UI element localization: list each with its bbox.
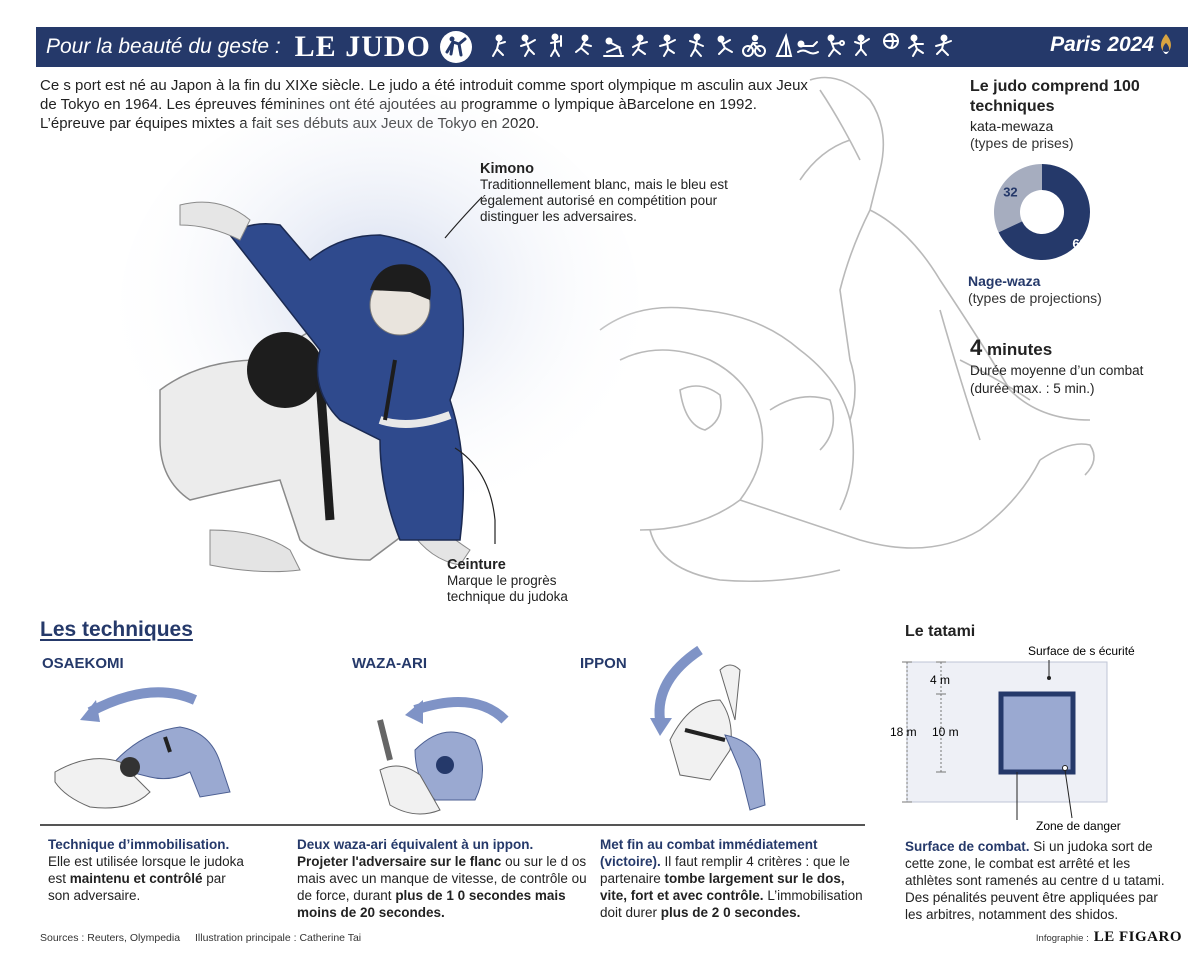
duration-text: Durée moyenne d’un combat <box>970 363 1144 378</box>
danger-zone-label: Zone de danger <box>1036 819 1121 833</box>
nage-label: Nage-waza (types de projections) <box>968 273 1102 307</box>
osaekomi-text1: Elle est utilisée lorsque le judoka est <box>48 854 244 886</box>
tatami-heading: Le tatami <box>905 623 976 640</box>
wazaari-illustration <box>377 697 509 815</box>
sources-credit: Sources : Reuters, Olympedia <box>40 932 181 944</box>
duration-unit: minutes <box>986 340 1053 359</box>
tatami-lead: Surface de combat. <box>905 839 1030 854</box>
ceinture-annotation: Ceinture Marque le progrès technique du … <box>447 557 607 605</box>
osaekomi-lead: Technique d’immobilisation. <box>48 837 230 852</box>
main-judo-illustration <box>120 76 1095 583</box>
tatami-diagram: Surface de s écurité 4 m 18 m 10 m Zone … <box>890 644 1135 833</box>
donut-slice-kata <box>994 164 1042 233</box>
osaekomi-illustration <box>54 687 231 809</box>
wazaari-bold1: Projeter l'adversaire sur le flanc <box>297 854 502 869</box>
judo-emblem-icon <box>439 31 472 63</box>
infographie-credit: Infographie : LE FIGARO <box>1036 929 1182 946</box>
kata-label: kata-mewaza (types de prises) <box>970 118 1073 152</box>
kimono-heading: Kimono <box>480 161 534 177</box>
olympic-flame-icon <box>1161 34 1171 54</box>
ippon-illustration <box>650 645 766 811</box>
ceinture-text: Marque le progrès technique du judoka <box>447 573 568 604</box>
ippon-text2: L’immobilisation doit durer <box>600 888 863 920</box>
osaekomi-description: Technique d’immobilisation. Elle est uti… <box>48 836 248 904</box>
header-subtitle: Pour la beauté du geste : <box>46 35 281 58</box>
techniques-count-title: Le judo comprend 100 techniques <box>970 78 1140 115</box>
header-title: LE JUDO <box>294 30 431 63</box>
techniques-donut-chart: 32 68 <box>994 164 1090 260</box>
duration-value: 4 minutes <box>970 335 1180 361</box>
wazaari-description: Deux waza-ari équivalent à un ippon. Pro… <box>297 836 587 921</box>
wazaari-title: WAZA-ARI <box>352 655 427 672</box>
ground-line <box>40 824 865 826</box>
sketch-figures <box>599 76 1095 583</box>
tatami-description: Surface de combat. Si un judoka sort de … <box>905 838 1170 923</box>
sport-pictogram-icons <box>491 32 952 57</box>
wazaari-text1: ou sur le d os mais avec un manque de vi… <box>297 854 587 903</box>
nage-sub: (types de projections) <box>968 290 1102 306</box>
illustration-credit: Illustration principale : Catherine Tai <box>195 932 362 944</box>
duration-sub: (durée max. : 5 min.) <box>970 381 1095 396</box>
ippon-lead: Met fin au combat immédiatement (victoir… <box>600 837 818 869</box>
osaekomi-bold1: maintenu et contrôlé <box>69 871 203 886</box>
tatami-text-body: Si un judoka sort de cette zone, le comb… <box>905 839 1165 922</box>
sport-pictograms <box>483 32 973 62</box>
donut-label-nage: 68 <box>1072 236 1086 251</box>
kata-sub: (types de prises) <box>970 135 1074 151</box>
duration-block: 4 minutes Durée moyenne d’un combat (dur… <box>970 335 1180 397</box>
le-figaro-logo: LE FIGARO <box>1093 929 1182 945</box>
ippon-bold2: plus de 2 0 secondes. <box>660 905 801 920</box>
nage-name: Nage-waza <box>968 273 1041 289</box>
osaekomi-text2: par son adversaire. <box>48 871 226 903</box>
duration-number: 4 <box>970 335 983 360</box>
dimension-18m: 18 m <box>890 725 917 739</box>
techniques-heading: Les techniques <box>40 618 193 641</box>
header-banner: Pour la beauté du geste : LE JUDO <box>36 27 1188 67</box>
osaekomi-title: OSAEKOMI <box>42 655 124 672</box>
ceinture-heading: Ceinture <box>447 557 506 573</box>
kimono-text: Traditionnellement blanc, mais le bleu e… <box>480 177 728 224</box>
games-label: Paris 2024 <box>1050 33 1154 56</box>
ippon-title: IPPON <box>580 655 627 672</box>
blue-judoka <box>179 201 465 541</box>
wazaari-lead: Deux waza-ari équivalent à un ippon. <box>297 837 534 852</box>
infographie-label: Infographie : <box>1035 933 1089 944</box>
wazaari-bold2: plus de 1 0 secondes mais moins de 20 se… <box>297 888 566 920</box>
dimension-4m: 4 m <box>930 673 950 687</box>
games-logo: Paris 2024 <box>1050 33 1174 57</box>
safety-surface-label: Surface de s écurité <box>1028 644 1135 658</box>
kata-name: kata-mewaza <box>970 118 1054 134</box>
ippon-bold1: tombe largement sur le dos, vite, fort e… <box>600 871 845 903</box>
kimono-annotation: Kimono Traditionnellement blanc, mais le… <box>480 161 730 225</box>
donut-label-kata: 32 <box>1003 185 1017 200</box>
dimension-10m: 10 m <box>932 725 959 739</box>
ippon-description: Met fin au combat immédiatement (victoir… <box>600 836 872 921</box>
ippon-text1: Il faut remplir 4 critères : que le part… <box>600 854 850 886</box>
donut-slice-nage <box>998 164 1090 260</box>
